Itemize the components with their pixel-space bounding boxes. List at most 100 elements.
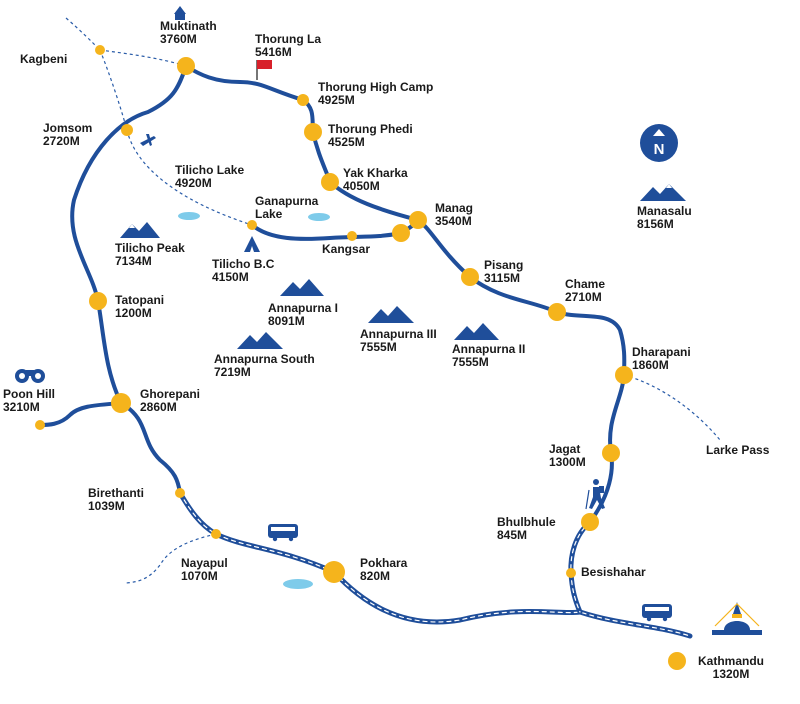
label-pisang: Pisang 3115M xyxy=(484,259,523,285)
label-annapurna-south: Annapurna South 7219M xyxy=(214,353,315,379)
label-phedi-name: Thorung Phedi xyxy=(328,122,413,136)
label-phedi-alt: 4525M xyxy=(328,135,365,149)
label-tilicho-peak-alt: 7134M xyxy=(115,254,152,268)
label-ghorepani: Ghorepani 2860M xyxy=(140,388,200,414)
stop-besishahar xyxy=(566,568,576,578)
stupa-icon xyxy=(712,602,762,635)
label-manag: Manag 3540M xyxy=(435,202,473,228)
label-poon-hill: Poon Hill 3210M xyxy=(3,388,55,414)
stop-jagat xyxy=(602,444,620,462)
label-manasalu-name: Manasalu xyxy=(637,204,692,218)
label-ghorepani-alt: 2860M xyxy=(140,400,177,414)
label-nayapul-name: Nayapul xyxy=(181,556,228,570)
stop-kathmandu xyxy=(668,652,686,670)
label-thorung-la-alt: 5416M xyxy=(255,45,292,59)
label-kangsar-name: Kangsar xyxy=(322,242,371,256)
bus-window-1 xyxy=(271,527,295,531)
label-tilicho-peak: Tilicho Peak 7134M xyxy=(115,242,185,268)
snow-tilicho xyxy=(129,224,135,228)
airplane-body xyxy=(140,136,156,146)
label-dharapani-name: Dharapani xyxy=(632,345,691,359)
tent-body xyxy=(244,236,260,252)
label-manag-alt: 3540M xyxy=(435,214,472,228)
label-chame: Chame 2710M xyxy=(565,278,605,304)
label-kathmandu: Kathmandu 1320M xyxy=(698,655,764,681)
dashed-path-nayapul-west xyxy=(125,533,217,584)
label-tilicho-bc-name: Tilicho B.C xyxy=(212,257,275,271)
bus-icon-pokhara xyxy=(268,524,298,542)
label-jomsom-alt: 2720M xyxy=(43,134,80,148)
lake-tilicho xyxy=(178,212,200,220)
airplane-wings xyxy=(146,134,152,146)
stop-kagbeni xyxy=(95,45,105,55)
label-manasalu-alt: 8156M xyxy=(637,217,674,231)
compass-arrow xyxy=(653,129,665,136)
label-ghorepani-name: Ghorepani xyxy=(140,387,201,401)
bus-window-2 xyxy=(645,607,669,611)
mountain-icon-manasalu xyxy=(640,184,686,201)
label-kagbeni: Kagbeni xyxy=(20,53,67,66)
label-kangsar: Kangsar xyxy=(322,243,370,256)
bus-wheel-2b xyxy=(662,616,668,622)
label-annapurna-i-name: Annapurna I xyxy=(268,301,339,315)
compass-north-icon: N xyxy=(640,124,678,162)
label-annapurna-i: Annapurna I 8091M xyxy=(268,302,338,328)
mountain-icons xyxy=(120,184,686,349)
binocular-lens-left xyxy=(19,373,25,379)
label-tilicho-lake-alt: 4920M xyxy=(175,176,212,190)
label-dharapani: Dharapani 1860M xyxy=(632,346,691,372)
stop-pokhara xyxy=(323,561,345,583)
label-annapurna-south-name: Annapurna South xyxy=(214,352,315,366)
label-thorung-la-name: Thorung La xyxy=(255,32,321,46)
label-bhulbhule-name: Bhulbhule xyxy=(497,515,556,529)
label-chame-alt: 2710M xyxy=(565,290,602,304)
flag-cloth xyxy=(257,60,272,69)
binoculars-icon xyxy=(15,369,45,383)
label-annapurna-iii: Annapurna III 7555M xyxy=(360,328,437,354)
stop-yak-kharka xyxy=(321,173,339,191)
compass-svg: N xyxy=(653,129,665,158)
label-tilicho-bc: Tilicho B.C 4150M xyxy=(212,258,274,284)
hiker-stick xyxy=(585,489,590,510)
route-circuit-west xyxy=(70,64,188,405)
binocular-lens-right xyxy=(35,373,41,379)
mountain-icon-annapurna-ii xyxy=(454,323,499,340)
dashed-path-kagbeni-jomsom xyxy=(99,49,128,131)
binocular-bridge xyxy=(26,370,34,376)
road-birethanti-pokhara-dash xyxy=(179,492,335,573)
lake-ganapurna xyxy=(308,213,330,221)
tent-icon xyxy=(244,236,260,252)
dashed-path-kagbeni-north xyxy=(65,17,101,51)
label-muktinath-alt: 3760M xyxy=(160,32,197,46)
label-tatopani: Tatopani 1200M xyxy=(115,294,164,320)
label-jomsom-name: Jomsom xyxy=(43,121,93,135)
flag-icon xyxy=(256,60,272,80)
stop-chame xyxy=(548,303,566,321)
label-annapurna-iii-name: Annapurna III xyxy=(360,327,437,341)
route-ghorepani-birethanti xyxy=(119,401,182,495)
bus-wheel-2a xyxy=(646,616,652,622)
label-tilicho-bc-alt: 4150M xyxy=(212,270,249,284)
label-annapurna-ii: Annapurna II 7555M xyxy=(452,343,525,369)
lake-phewa xyxy=(283,579,313,589)
compass-letter: N xyxy=(654,141,665,158)
temple-base xyxy=(175,14,185,20)
label-manasalu: Manasalu 8156M xyxy=(637,205,692,231)
airplane-icon xyxy=(140,134,156,146)
label-annapurna-ii-alt: 7555M xyxy=(452,355,489,369)
stop-dharapani xyxy=(615,366,633,384)
label-high-camp: Thorung High Camp 4925M xyxy=(318,81,433,107)
label-dharapani-alt: 1860M xyxy=(632,358,669,372)
label-kathmandu-name: Kathmandu xyxy=(698,654,764,668)
route-tilicho xyxy=(250,218,420,241)
label-yak-kharka-name: Yak Kharka xyxy=(343,166,408,180)
label-larke: Larke Pass xyxy=(706,444,769,457)
label-tilicho-peak-name: Tilicho Peak xyxy=(115,241,185,255)
label-birethanti-alt: 1039M xyxy=(88,499,125,513)
stop-birethanti xyxy=(175,488,185,498)
stop-poon-hill xyxy=(35,420,45,430)
stop-muktinath xyxy=(177,57,195,75)
label-high-camp-name: Thorung High Camp xyxy=(318,80,434,94)
mountain-icon-annapurna-iii xyxy=(368,306,414,323)
